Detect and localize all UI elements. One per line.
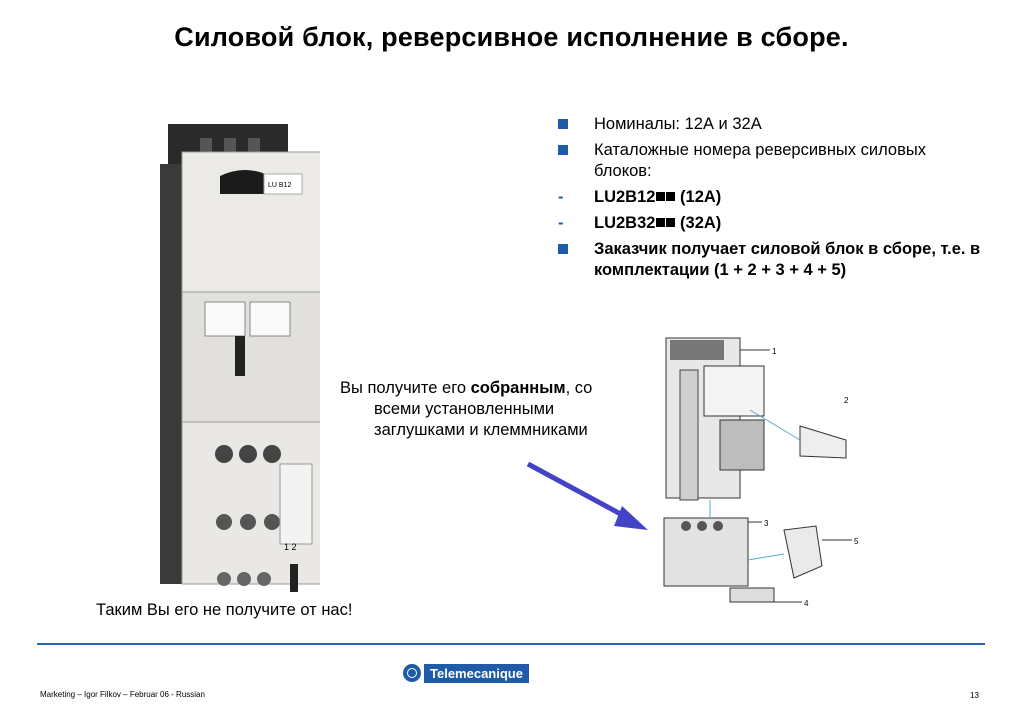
device-terminal-numbers: 1 2 [284, 542, 297, 552]
square-bullet-icon [558, 145, 568, 155]
diagram-label-3: 3 [764, 519, 769, 528]
device-photo: LU B12 1 2 [160, 124, 320, 592]
bullet-item: -LU2B32 (32А) [558, 214, 722, 232]
exploded-diagram: 1 2 3 5 4 [663, 337, 859, 608]
bullet-item: Заказчик получает силовой блок в сборе, … [556, 239, 986, 281]
square-bullet-icon [558, 244, 568, 254]
assembled-note: Вы получите его собранным, со всеми уста… [340, 379, 593, 439]
bullet-item: Номиналы: 12А и 32А [556, 114, 986, 135]
square-icon [666, 218, 676, 227]
diagram-label-4: 4 [804, 599, 809, 608]
device-terminal-label: LU B12 [268, 182, 291, 189]
footer-text: Marketing – Igor Filkov – Februar 06 - R… [40, 690, 205, 699]
square-bullet-icon [558, 119, 568, 129]
diagram-label-2: 2 [844, 396, 849, 405]
dash-bullet-icon: - [558, 214, 564, 232]
bullet-item: -LU2B12 (12А) [558, 188, 722, 206]
caption: Таким Вы его не получите от нас! [96, 601, 353, 619]
page-number: 13 [970, 691, 979, 700]
bold-word: собранным [470, 379, 566, 397]
bullet-list: Номиналы: 12А и 32А Каталожные номера ре… [556, 114, 986, 286]
globe-icon [403, 664, 421, 682]
footer-divider [37, 643, 985, 645]
diagram-label-1: 1 [772, 347, 777, 356]
bullet-item: Каталожные номера реверсивных силовых бл… [556, 140, 986, 182]
dash-bullet-icon: - [558, 188, 564, 206]
telemecanique-logo: Telemecanique [403, 663, 529, 683]
slide-title: Силовой блок, реверсивное исполнение в с… [174, 22, 849, 52]
square-icon [666, 192, 676, 201]
diagram-label-5: 5 [854, 537, 859, 546]
square-icon [656, 192, 666, 201]
arrow-icon [526, 461, 648, 530]
square-icon [656, 218, 666, 227]
